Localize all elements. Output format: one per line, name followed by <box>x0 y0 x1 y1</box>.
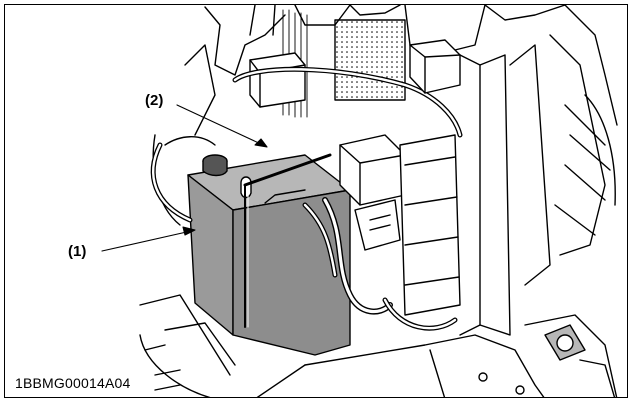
cable-harness <box>150 142 393 315</box>
base-frame <box>139 294 618 397</box>
machine-illustration <box>101 5 618 397</box>
callout-leaders <box>101 104 268 252</box>
figure-code: 1BBMG00014A04 <box>15 375 131 391</box>
diagram-frame: (2) (1) 1BBMG00014A04 <box>4 4 628 398</box>
battery <box>187 153 351 356</box>
callout-label-1: (1) <box>68 243 87 260</box>
fuse-box <box>339 134 406 251</box>
engine-compartment <box>152 5 618 336</box>
callout-label-2: (2) <box>145 92 164 109</box>
cooler-block <box>382 134 461 331</box>
